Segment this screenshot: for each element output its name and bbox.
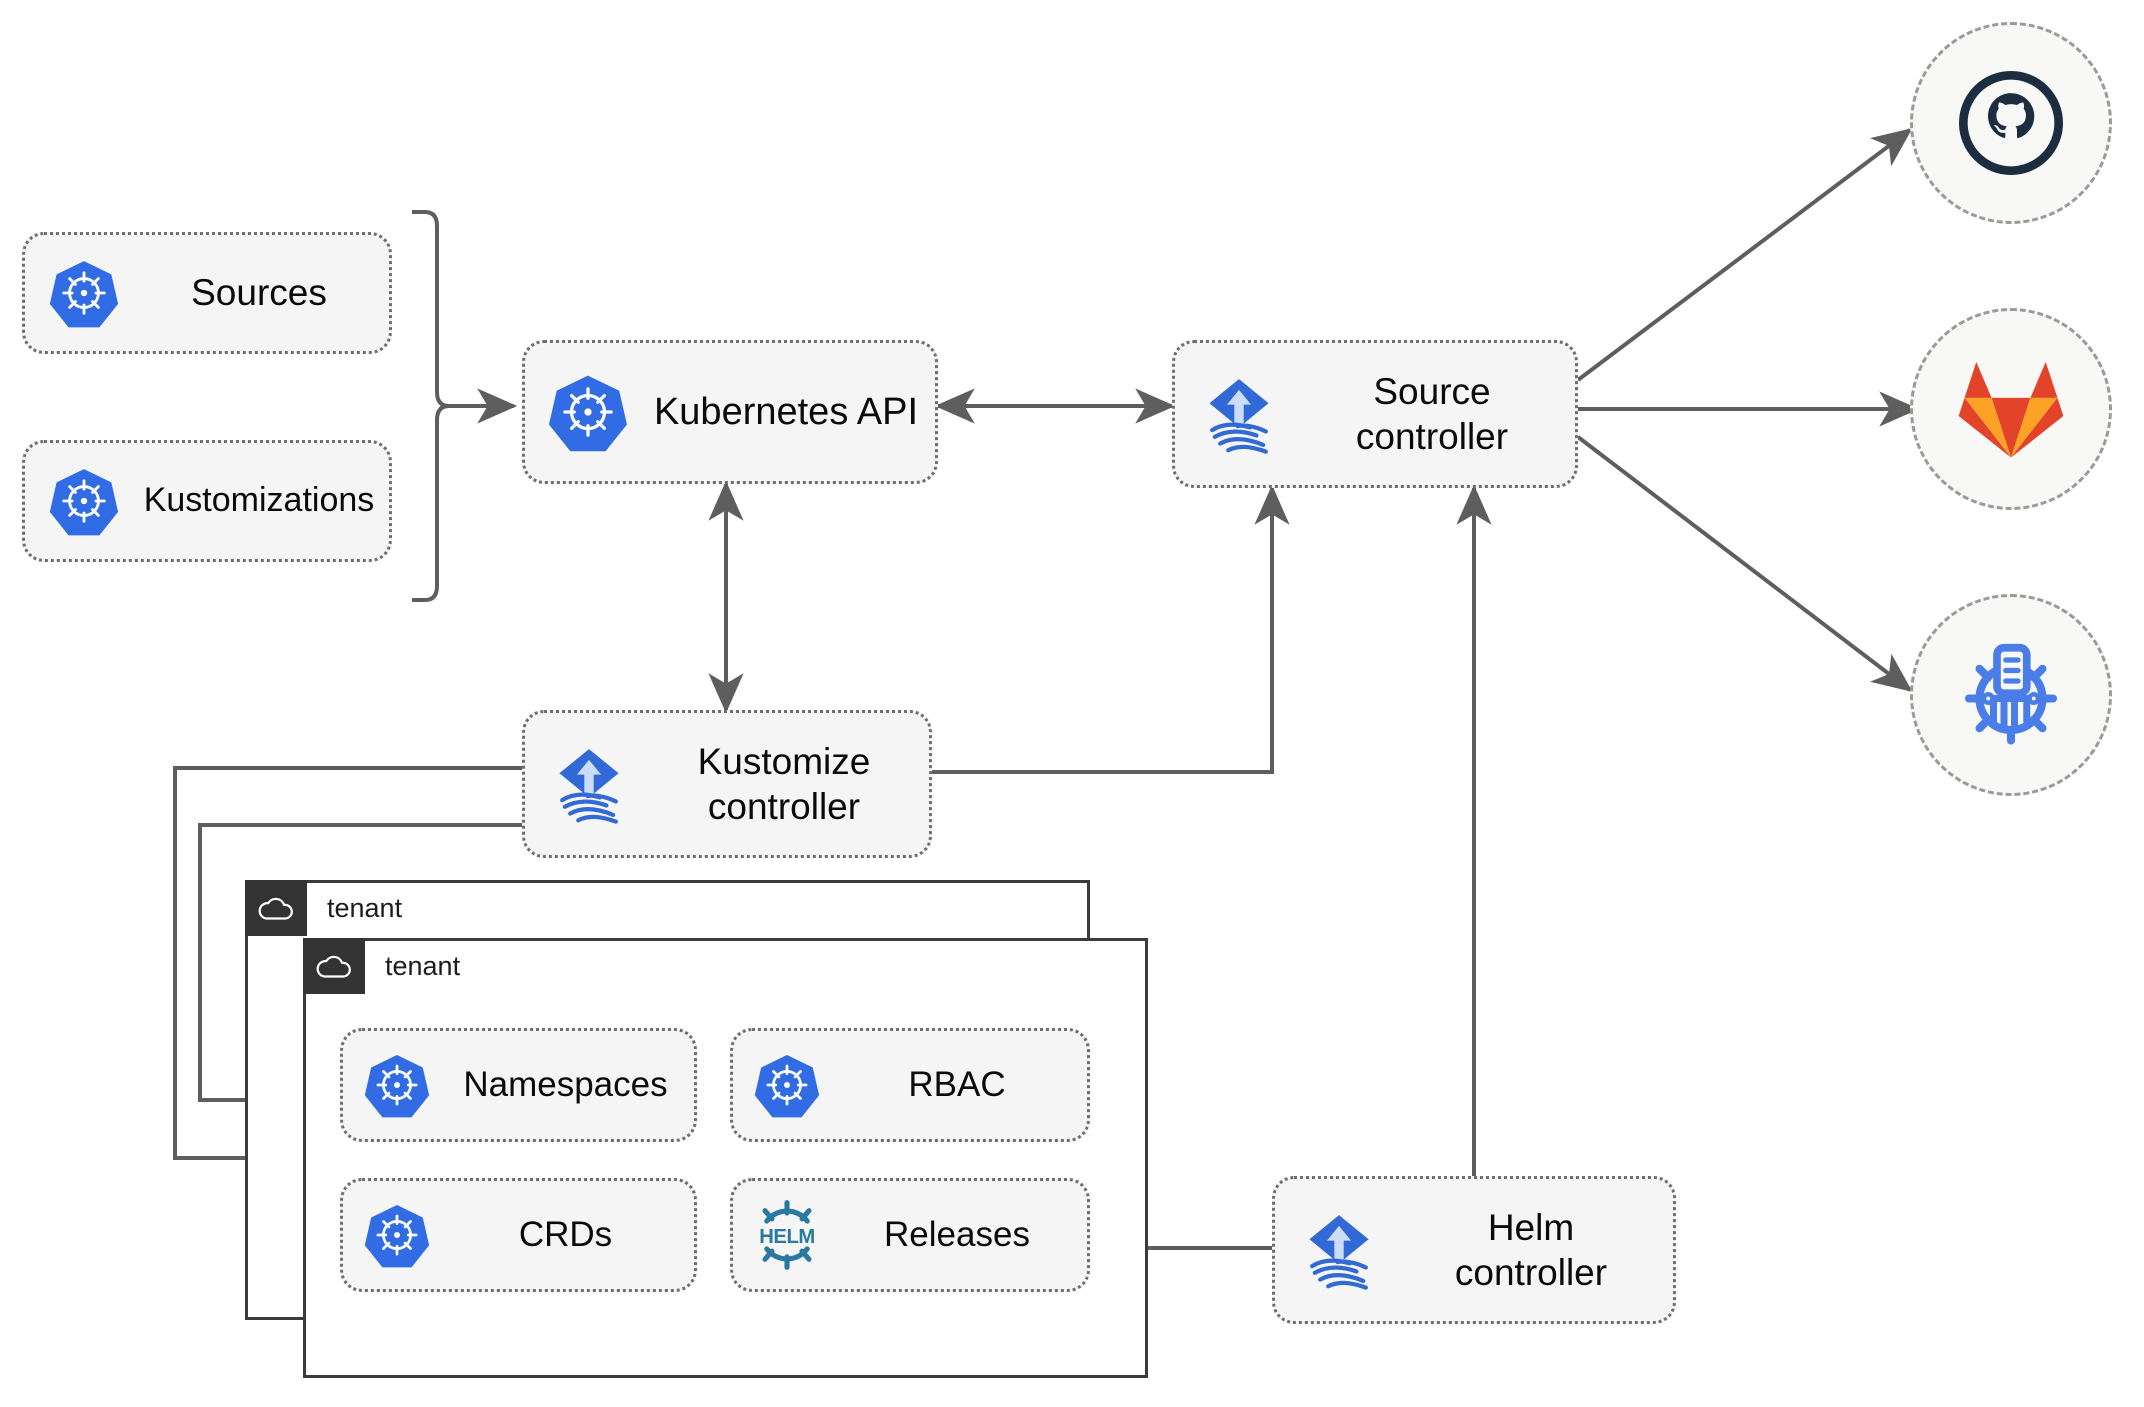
node-label: Helm controller [1454,1206,1608,1293]
node-label: RBAC [908,1064,1006,1104]
wire-kustomize-to-source [932,484,1290,774]
kubernetes-icon [525,372,651,452]
node-releases[interactable]: HELM Releases [730,1178,1090,1292]
kubernetes-icon [343,1052,451,1118]
kubernetes-icon [733,1052,841,1118]
node-label: Kubernetes API [653,390,919,433]
flux-icon [1275,1207,1403,1293]
helm-icon: HELM [733,1198,841,1272]
node-label: CRDs [518,1214,613,1254]
wire-source-to-github [1576,128,1913,382]
provider-gitlab[interactable] [1910,308,2112,510]
node-label: Sources [191,272,327,314]
tenant-label: tenant [327,893,403,923]
cloud-icon [303,938,365,994]
node-label: Kustomize controller [697,740,871,827]
node-rbac[interactable]: RBAC [730,1028,1090,1142]
gitlab-icon [1958,361,2064,458]
provider-github[interactable] [1910,22,2112,224]
kubernetes-icon [343,1202,451,1268]
node-kustomizations[interactable]: Kustomizations [22,440,392,562]
node-kubernetes-api[interactable]: Kubernetes API [522,340,938,484]
provider-helm-repository[interactable] [1910,594,2112,796]
node-kustomize-controller[interactable]: Kustomize controller [522,710,932,858]
node-label: Releases [884,1214,1030,1254]
node-sources[interactable]: Sources [22,232,392,354]
node-crds[interactable]: CRDs [340,1178,697,1292]
node-helm-controller[interactable]: Helm controller [1272,1176,1676,1324]
node-label: Namespaces [463,1064,668,1104]
tenant-label: tenant [385,951,461,981]
wire-resources-bracket [412,210,450,602]
helm-repository-icon [1964,643,2058,745]
node-label: Kustomizations [143,481,375,520]
node-source-controller[interactable]: Source controller [1172,340,1578,488]
tenant-header: tenant [303,938,460,994]
node-namespaces[interactable]: Namespaces [340,1028,697,1142]
cloud-icon [245,880,307,936]
github-icon [1959,71,2063,175]
flux-icon [1175,371,1303,457]
tenant-header: tenant [245,880,402,936]
svg-text:HELM: HELM [759,1226,814,1248]
wire-source-to-helm-repository [1576,435,1913,692]
node-label: Source controller [1355,370,1509,457]
kubernetes-icon [25,258,143,328]
flux-icon [525,741,653,827]
kubernetes-icon [25,466,143,536]
tenant-frame-front[interactable]: tenant [303,938,1148,1378]
